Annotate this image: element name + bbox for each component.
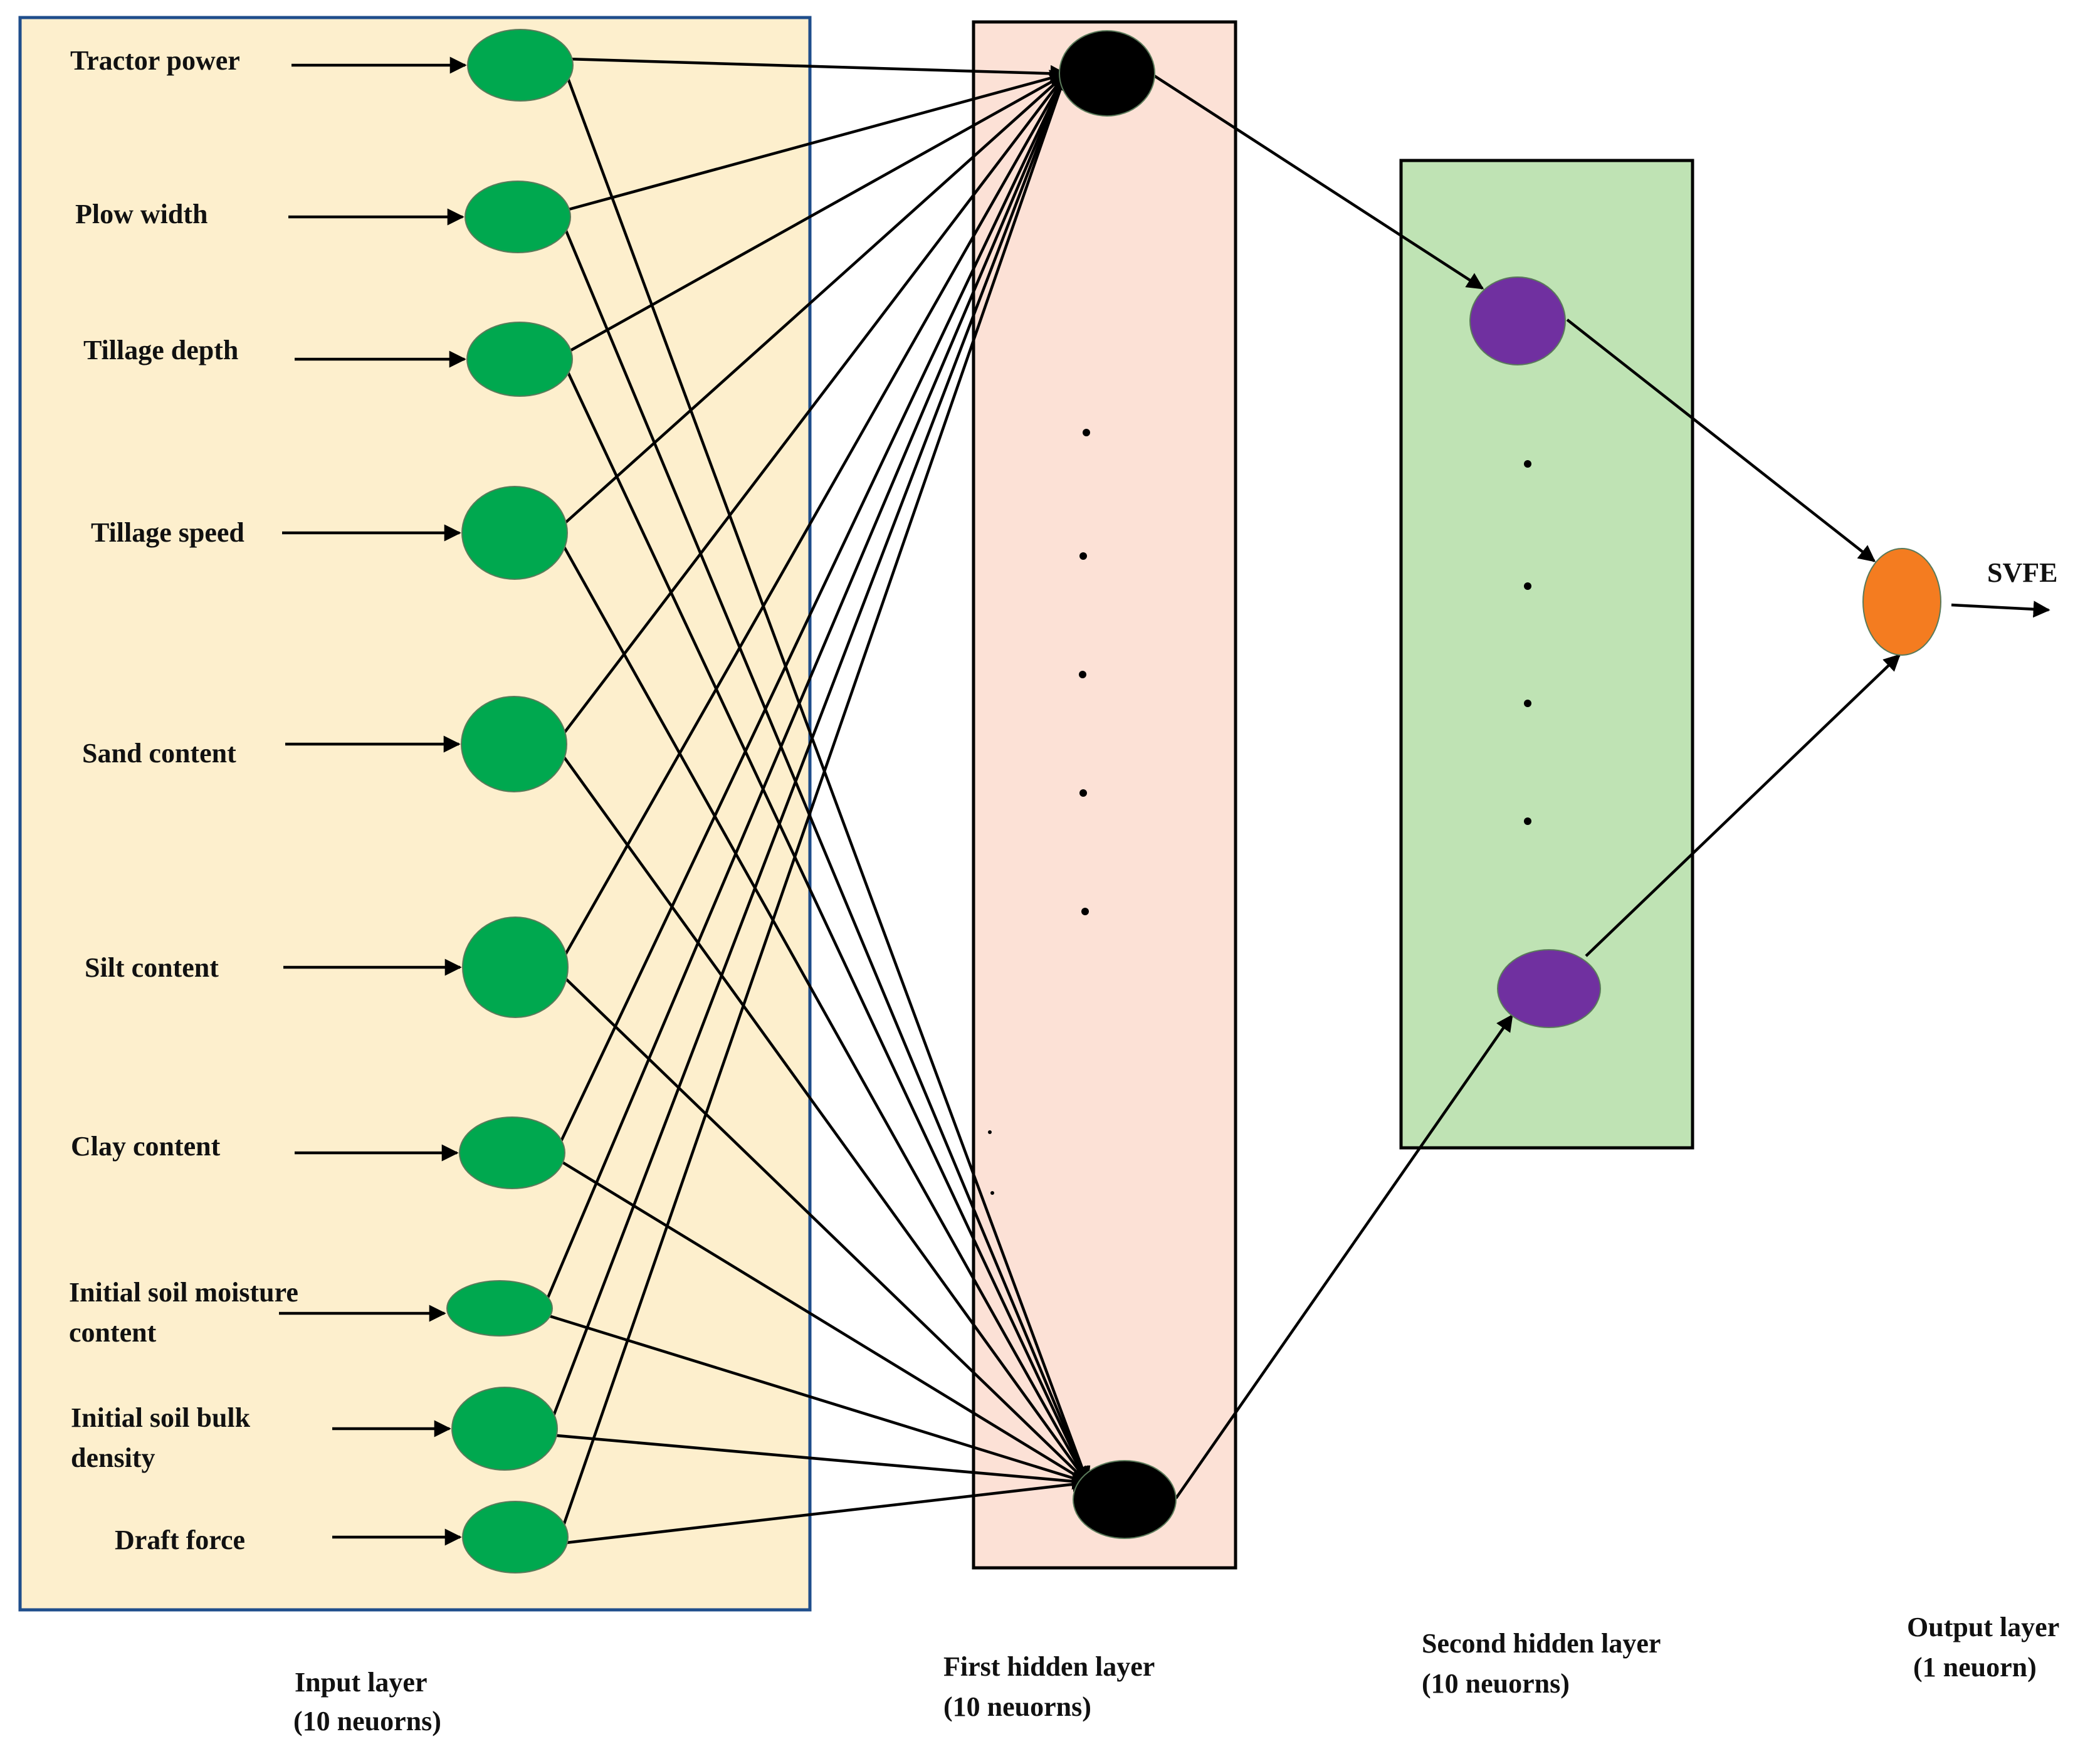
input-neuron-7	[459, 1116, 565, 1189]
input-neuron-4	[461, 486, 568, 580]
ellipsis-dot	[990, 1191, 994, 1195]
edge-h2top-out	[1566, 318, 1876, 562]
ellipsis-dot	[1079, 552, 1087, 560]
edge-in1-h1top	[566, 57, 1068, 82]
edge-in10-h1top	[560, 72, 1069, 1531]
edge-h1top-h2top	[1152, 74, 1484, 290]
input-label-draft-force: Draft force	[115, 1525, 246, 1555]
input-label-plow-width: Plow width	[75, 199, 208, 229]
edge-in4-h1bot	[559, 538, 1089, 1484]
edge-in7-h1bot	[556, 1158, 1089, 1484]
input-layer-title: Input layer	[295, 1667, 428, 1698]
input-label-tillage-speed: Tillage speed	[91, 517, 244, 548]
input-label-initial-soil-bulk-density: Initial soil bulk density	[71, 1402, 251, 1473]
neurons	[446, 29, 1941, 1573]
first-hidden-layer-count: (10 neuorns)	[943, 1691, 1091, 1722]
ellipsis-dot	[1524, 817, 1531, 825]
edge-in1-h1bot	[564, 71, 1091, 1484]
second-hidden-layer-count: (10 neuorns)	[1422, 1668, 1570, 1699]
first-hidden-layer-title: First hidden layer	[943, 1651, 1155, 1682]
hidden2-neuron-top	[1469, 276, 1566, 365]
edge-in9-h1top	[549, 72, 1068, 1423]
input-layer-count: (10 neuorns)	[293, 1706, 441, 1736]
input-label-sand-content: Sand content	[82, 738, 236, 769]
input-neuron-8	[446, 1280, 553, 1337]
edge-in2-h1top	[564, 70, 1068, 213]
hidden1-neuron-top	[1059, 30, 1155, 117]
edge-in4-h1top	[560, 73, 1068, 528]
ellipsis-dots	[988, 429, 1531, 1195]
edge-in5-h1top	[559, 72, 1067, 739]
hidden1-neuron-bottom	[1073, 1460, 1177, 1539]
edge-in2-h1bot	[561, 223, 1090, 1484]
ellipsis-dot	[1524, 582, 1531, 590]
ellipsis-dot	[1079, 789, 1087, 797]
edge-in5-h1bot	[558, 749, 1089, 1484]
input-label-tillage-depth: Tillage depth	[83, 335, 239, 365]
input-neuron-3	[466, 322, 573, 397]
ellipsis-dot	[1524, 460, 1531, 468]
input-neuron-1	[467, 29, 574, 102]
edge-in8-h1top	[544, 72, 1068, 1303]
second-hidden-layer-title: Second hidden layer	[1422, 1628, 1661, 1659]
input-label-silt-content: Silt content	[85, 952, 219, 983]
ellipsis-dot	[1079, 671, 1086, 678]
input-label-initial-soil-moisture: Initial soil moisture content	[69, 1277, 298, 1348]
input-neuron-5	[461, 696, 567, 792]
ellipsis-dot	[1081, 908, 1089, 915]
input-neuron-6	[462, 917, 569, 1018]
first-hidden-layer-panel	[972, 20, 1237, 1570]
edge-in3-h1bot	[563, 365, 1089, 1484]
input-label-tractor-power: Tractor power	[70, 45, 240, 76]
output-layer-count: (1 neuorn)	[1913, 1652, 2037, 1683]
ellipsis-dot	[1083, 429, 1090, 436]
input-layer-panel	[18, 16, 812, 1612]
output-neuron	[1862, 548, 1941, 656]
output-arrow	[1951, 601, 2050, 618]
hidden2-neuron-bottom	[1497, 949, 1601, 1028]
edge-in10-h1bot	[560, 1476, 1089, 1545]
ellipsis-dot	[1524, 700, 1531, 707]
connections	[279, 56, 2050, 1546]
input-neuron-10	[462, 1501, 569, 1573]
edge-h2bot-out	[1585, 654, 1901, 957]
edge-in8-h1bot	[544, 1313, 1089, 1486]
input-label-clay-content: Clay content	[71, 1131, 221, 1162]
edge-in3-h1top	[565, 73, 1068, 354]
edge-in6-h1top	[560, 72, 1067, 962]
output-label-svfe: SVFE	[1987, 557, 2058, 588]
edge-in7-h1top	[557, 72, 1068, 1147]
input-neuron-2	[465, 181, 571, 253]
edge-in9-h1bot	[549, 1433, 1089, 1490]
input-neuron-9	[451, 1387, 558, 1471]
edge-h1bot-h2bot	[1175, 1014, 1513, 1500]
ellipsis-dot	[988, 1130, 992, 1134]
output-layer-title: Output layer	[1907, 1612, 2060, 1642]
